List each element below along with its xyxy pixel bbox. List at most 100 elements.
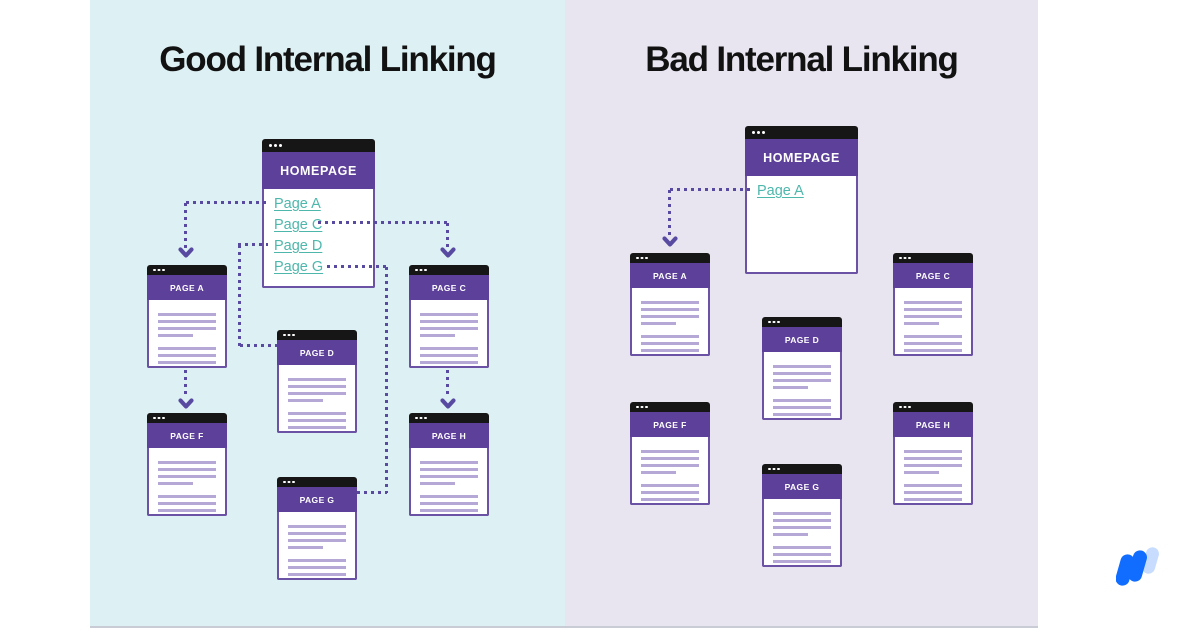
window-controls-icon: [752, 131, 755, 134]
window-titlebar: [147, 265, 227, 275]
placeholder-content: [893, 288, 973, 356]
window-controls-icon: [768, 320, 771, 324]
window-controls-icon: [269, 144, 272, 147]
placeholder-content: [762, 352, 842, 420]
connector-good-home-to-d-v: [238, 245, 241, 346]
connector-good-c-to-h-v: [446, 370, 449, 398]
good-page-d-window: PAGE D: [277, 330, 357, 433]
bad-page-a-window: PAGE A: [630, 253, 710, 356]
wix-logo: [1116, 547, 1159, 586]
bad-homepage-link-page-a[interactable]: Page A: [757, 183, 804, 199]
placeholder-text-lines: [420, 461, 478, 478]
good-homepage-link-page-c[interactable]: Page C: [274, 217, 323, 233]
placeholder-text-line-short: [773, 386, 808, 389]
window-titlebar: [277, 330, 357, 340]
placeholder-text-lines: [641, 450, 699, 467]
window-titlebar: [893, 253, 973, 263]
placeholder-content: [893, 437, 973, 505]
connector-good-home-to-g-v: [385, 267, 388, 493]
placeholder-text-lines: [773, 546, 831, 563]
placeholder-text-line-short: [904, 322, 939, 325]
bad-page-h-header: PAGE H: [893, 412, 973, 437]
connector-bad-home-to-a-h: [670, 188, 752, 191]
window-titlebar: [762, 464, 842, 474]
arrowhead-down-icon: [178, 247, 194, 258]
window-controls-icon: [415, 268, 418, 272]
window-titlebar: [630, 253, 710, 263]
connector-good-home-to-g-h1: [327, 265, 387, 268]
placeholder-content: [630, 288, 710, 356]
placeholder-text-line-short: [288, 399, 323, 402]
placeholder-text-lines: [773, 399, 831, 416]
placeholder-content: [277, 512, 357, 580]
good-page-f-window: PAGE F: [147, 413, 227, 516]
connector-good-home-to-d-h1: [238, 243, 268, 246]
window-titlebar: [893, 402, 973, 412]
placeholder-text-lines: [288, 412, 346, 429]
placeholder-content: [147, 300, 227, 368]
placeholder-text-line-short: [158, 482, 193, 485]
good-homepage-body: Page A Page C Page D Page G: [262, 189, 375, 288]
window-titlebar: [745, 126, 858, 139]
window-controls-icon: [153, 416, 156, 420]
window-controls-icon: [899, 405, 902, 409]
placeholder-text-lines: [641, 301, 699, 318]
placeholder-text-lines: [158, 461, 216, 478]
good-page-g-window: PAGE G: [277, 477, 357, 580]
placeholder-text-line-short: [904, 471, 939, 474]
placeholder-text-lines: [288, 525, 346, 542]
window-controls-icon: [636, 405, 639, 409]
bad-page-g-window: PAGE G: [762, 464, 842, 567]
bad-page-f-header: PAGE F: [630, 412, 710, 437]
connector-good-home-to-d-h2: [240, 344, 277, 347]
good-homepage-link-page-d[interactable]: Page D: [274, 238, 323, 254]
bad-homepage-window: HOMEPAGE Page A: [745, 126, 858, 274]
good-page-a-header: PAGE A: [147, 275, 227, 300]
placeholder-text-lines: [641, 484, 699, 501]
window-titlebar: [262, 139, 375, 152]
window-titlebar: [409, 413, 489, 423]
window-titlebar: [762, 317, 842, 327]
placeholder-text-line-short: [420, 334, 455, 337]
placeholder-text-lines: [641, 335, 699, 352]
placeholder-text-lines: [773, 512, 831, 529]
window-controls-icon: [636, 256, 639, 260]
good-page-h-window: PAGE H: [409, 413, 489, 516]
good-page-d-header: PAGE D: [277, 340, 357, 365]
placeholder-text-lines: [158, 495, 216, 512]
bad-page-h-window: PAGE H: [893, 402, 973, 505]
placeholder-text-lines: [158, 347, 216, 364]
placeholder-text-lines: [904, 301, 962, 318]
bad-homepage-header: HOMEPAGE: [745, 139, 858, 176]
arrowhead-down-icon: [440, 247, 456, 258]
bad-panel-title: Bad Internal Linking: [645, 40, 959, 79]
connector-good-home-to-c-v: [446, 223, 449, 248]
arrowhead-down-icon: [178, 398, 194, 409]
bad-page-a-header: PAGE A: [630, 263, 710, 288]
good-page-f-header: PAGE F: [147, 423, 227, 448]
placeholder-text-lines: [904, 335, 962, 352]
good-homepage-link-page-a[interactable]: Page A: [274, 196, 321, 212]
placeholder-content: [277, 365, 357, 433]
placeholder-text-lines: [904, 484, 962, 501]
placeholder-text-line-short: [288, 546, 323, 549]
good-page-c-window: PAGE C: [409, 265, 489, 368]
good-page-c-header: PAGE C: [409, 275, 489, 300]
connector-good-a-to-f-v: [184, 370, 187, 398]
placeholder-content: [630, 437, 710, 505]
good-page-g-header: PAGE G: [277, 487, 357, 512]
good-homepage-window: HOMEPAGE Page A Page C Page D Page G: [262, 139, 375, 288]
placeholder-text-lines: [420, 347, 478, 364]
placeholder-text-lines: [158, 313, 216, 330]
connector-good-home-to-g-h2: [357, 491, 387, 494]
good-homepage-link-page-g[interactable]: Page G: [274, 259, 324, 275]
placeholder-text-lines: [773, 365, 831, 382]
arrowhead-down-icon: [662, 236, 678, 247]
window-controls-icon: [153, 268, 156, 272]
placeholder-text-line-short: [641, 471, 676, 474]
bad-page-c-header: PAGE C: [893, 263, 973, 288]
placeholder-text-line-short: [773, 533, 808, 536]
bad-page-d-header: PAGE D: [762, 327, 842, 352]
connector-good-home-to-a-v: [184, 203, 187, 248]
